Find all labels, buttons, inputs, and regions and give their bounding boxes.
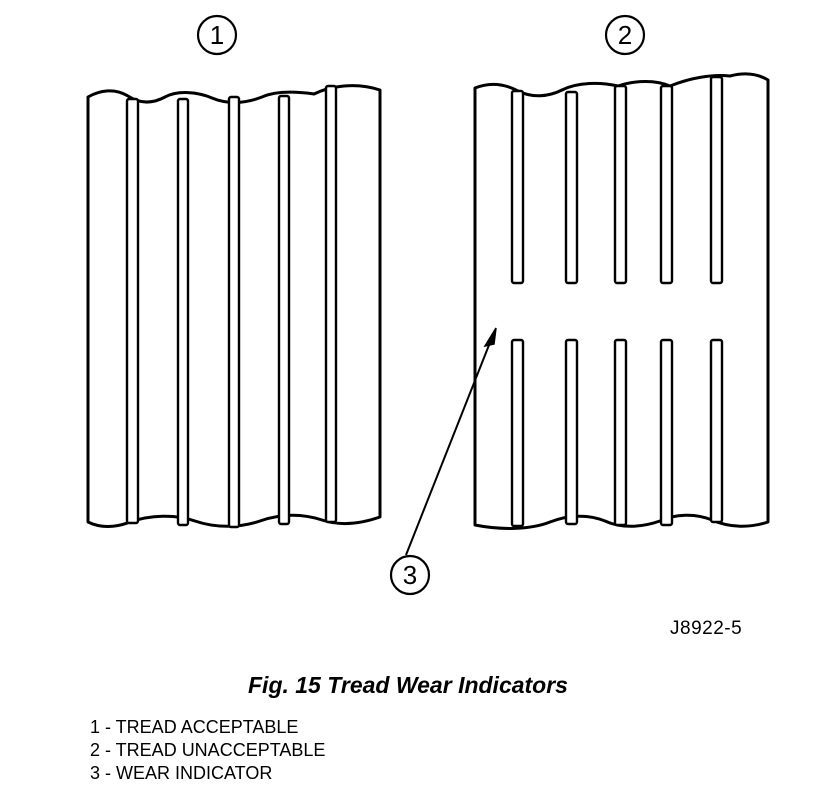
arrowhead-icon [483, 327, 497, 348]
groove [176, 97, 190, 527]
groove [277, 94, 291, 526]
wear-indicator-leader [405, 327, 497, 556]
groove [510, 89, 525, 285]
groove [613, 338, 628, 527]
legend-item-tread-acceptable: 1 - TREAD ACCEPTABLE [90, 717, 299, 737]
callout-1-number: 1 [210, 20, 224, 50]
groove [709, 75, 724, 285]
tread-acceptable-grooves [125, 84, 338, 529]
legend-item-tread-unacceptable: 2 - TREAD UNACCEPTABLE [90, 740, 326, 760]
tread-unacceptable-outline [473, 72, 770, 530]
groove [659, 84, 674, 285]
groove [324, 84, 338, 524]
groove [125, 97, 140, 525]
tread-acceptable [86, 84, 382, 529]
tread-wear-illustration: 1 2 [86, 14, 770, 596]
groove [564, 338, 579, 526]
groove [613, 84, 628, 285]
legend: 1 - TREAD ACCEPTABLE 2 - TREAD UNACCEPTA… [90, 716, 325, 785]
groove [564, 90, 579, 285]
legend-item-wear-indicator: 3 - WEAR INDICATOR [90, 763, 273, 783]
callout-2-number: 2 [618, 20, 632, 50]
callout-3-number: 3 [403, 560, 417, 590]
callout-3: 3 [389, 554, 431, 596]
tread-unacceptable-upper-grooves [510, 75, 724, 285]
groove [227, 95, 241, 529]
callout-2: 2 [604, 14, 646, 56]
figure-code: J8922-5 [670, 618, 743, 639]
groove [709, 338, 724, 524]
callout-1: 1 [196, 14, 238, 56]
groove [659, 338, 674, 527]
figure-caption: Fig. 15 Tread Wear Indicators [248, 672, 568, 698]
groove [510, 338, 525, 528]
tread-unacceptable-lower-grooves [510, 338, 724, 528]
tread-unacceptable [473, 72, 770, 530]
